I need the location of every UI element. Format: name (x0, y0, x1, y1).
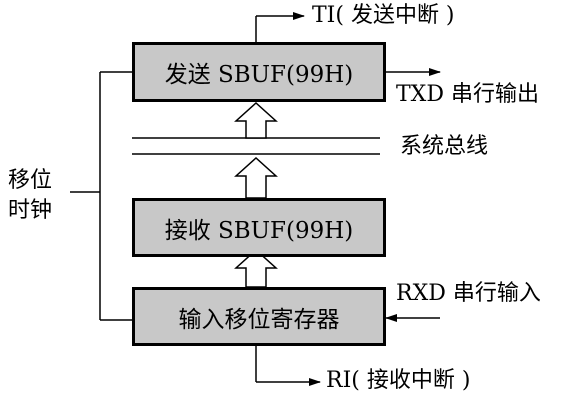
input-shift-register-label: 输入移位寄存器 (178, 306, 340, 333)
shift-to-receive-arrow (234, 248, 278, 288)
ri-arrow (255, 346, 321, 386)
ti-arrow (255, 12, 305, 42)
input-shift-register-box: 输入移位寄存器 (132, 287, 386, 346)
system-bus-lines (132, 137, 380, 155)
txd-label: TXD 串行输出 (396, 82, 539, 107)
receive-to-bus-arrow (234, 156, 278, 199)
shift-clock-label-line1: 移位 (8, 168, 53, 193)
system-bus-label: 系统总线 (400, 134, 489, 159)
ti-label: TI( 发送中断 ) (312, 3, 455, 28)
rxd-label: RXD 串行输入 (396, 281, 541, 306)
shift-clock-bracket (70, 71, 132, 321)
bus-to-send-arrow (234, 101, 278, 139)
send-sbuf-box: 发送 SBUF(99H) (132, 42, 386, 102)
receive-sbuf-label: 接收 SBUF(99H) (164, 217, 354, 244)
shift-clock-label-line2: 时钟 (8, 198, 53, 223)
receive-sbuf-box: 接收 SBUF(99H) (132, 198, 386, 257)
ri-label: RI( 接收中断 ) (326, 368, 471, 393)
send-sbuf-label: 发送 SBUF(99H) (164, 62, 354, 88)
